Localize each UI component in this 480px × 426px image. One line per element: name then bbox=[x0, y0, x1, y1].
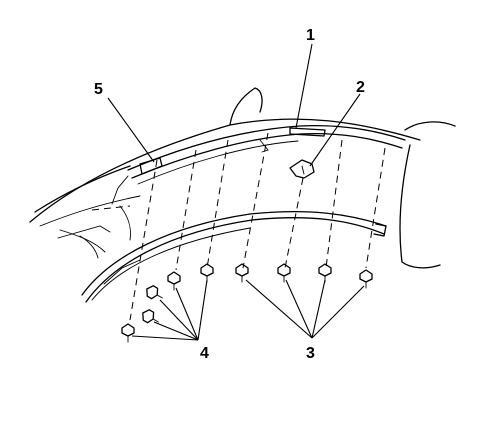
callout-1: 1 bbox=[306, 27, 315, 44]
screw-icon bbox=[200, 263, 214, 283]
callout-2: 2 bbox=[356, 79, 365, 96]
retainer-clip bbox=[289, 159, 315, 179]
screws-group-4 bbox=[121, 263, 214, 343]
callout-4: 4 bbox=[200, 345, 209, 362]
screw-icon bbox=[359, 269, 373, 289]
front-end-piece bbox=[111, 157, 163, 205]
vehicle-body-outline bbox=[29, 87, 456, 269]
callout-3: 3 bbox=[306, 345, 315, 362]
screw-icon bbox=[318, 263, 332, 283]
screw-icon bbox=[235, 263, 249, 283]
screw-icon bbox=[277, 263, 291, 283]
screw-icon bbox=[142, 309, 159, 324]
fastener-alignment-lines bbox=[91, 132, 386, 321]
callout-5: 5 bbox=[94, 81, 103, 98]
leader-lines bbox=[107, 43, 365, 341]
screw-icon bbox=[121, 323, 135, 343]
screw-icon bbox=[167, 271, 181, 291]
screws-group-3 bbox=[235, 263, 373, 289]
screw-icon bbox=[146, 285, 163, 300]
lower-roof-molding bbox=[81, 211, 387, 303]
upper-roof-molding bbox=[127, 124, 406, 185]
